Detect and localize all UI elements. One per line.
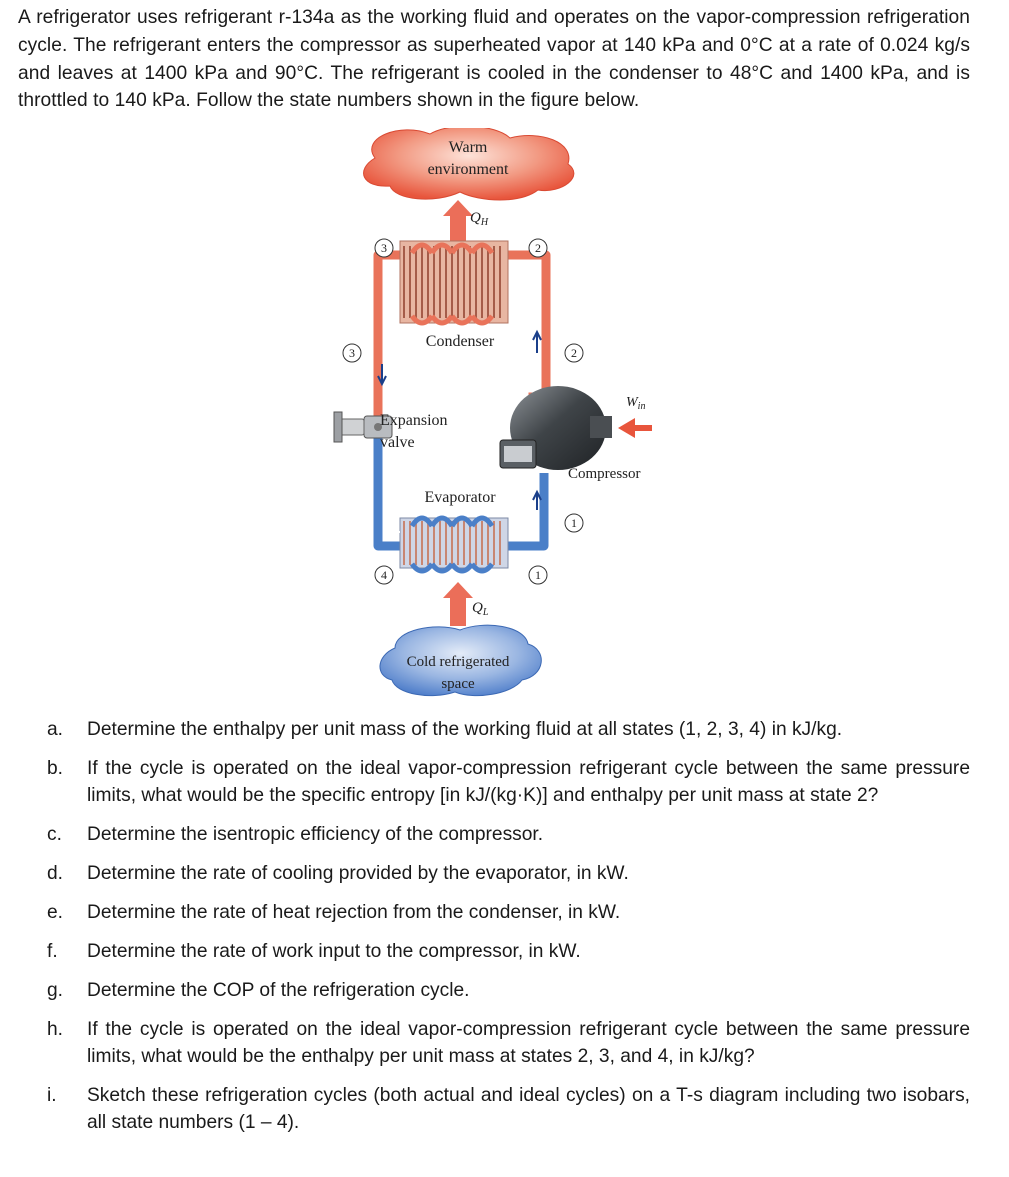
- question-text: Determine the rate of cooling provided b…: [87, 863, 629, 884]
- svg-text:2: 2: [571, 346, 577, 360]
- svg-text:3: 3: [381, 241, 387, 255]
- state-1-marker-bottom: 1: [528, 565, 548, 585]
- svg-text:3: 3: [349, 346, 355, 360]
- svg-text:4: 4: [381, 568, 387, 582]
- question-text: Determine the COP of the refrigeration c…: [87, 980, 470, 1001]
- question-letter: i.: [47, 1085, 57, 1106]
- question-item: h. If the cycle is operated on the ideal …: [47, 1016, 970, 1070]
- warm-environment-cloud: Warm environment: [363, 128, 575, 201]
- state-markers: 3 2 3 2 1 4 1: [342, 238, 584, 585]
- cold-label-line2: space: [441, 676, 475, 692]
- state-3-marker-top: 3: [374, 238, 394, 258]
- question-letter: h.: [47, 1019, 64, 1040]
- question-item: c. Determine the isentropic efficiency of…: [47, 821, 970, 848]
- refrigeration-cycle-figure: Warm environment QH: [333, 128, 652, 697]
- question-text: If the cycle is operated on the ideal va…: [87, 1019, 970, 1067]
- evaporator-coil: Evaporator: [399, 489, 509, 574]
- question-item: a. Determine the enthalpy per unit mass o…: [47, 716, 970, 743]
- cold-pipes: [373, 428, 549, 551]
- ql-label: QL: [472, 600, 489, 618]
- question-letter: a.: [47, 719, 64, 740]
- qh-label: QH: [470, 210, 489, 228]
- compressor: Compressor Win: [499, 386, 652, 482]
- cold-label-line1: Cold refrigerated: [407, 654, 510, 670]
- question-text: Sketch these refrigeration cycles (both …: [87, 1085, 970, 1133]
- warm-label-line2: environment: [428, 161, 509, 178]
- question-item: g. Determine the COP of the refrigeration…: [47, 977, 970, 1004]
- expansion-label-line2: valve: [380, 434, 415, 451]
- state-2-marker-top: 2: [528, 238, 548, 258]
- svg-text:1: 1: [535, 568, 541, 582]
- question-letter: g.: [47, 980, 64, 1001]
- question-text: Determine the rate of heat rejection fro…: [87, 902, 621, 923]
- ql-arrow: QL: [443, 582, 489, 626]
- question-list: a. Determine the enthalpy per unit mass o…: [47, 716, 970, 1148]
- state-2-marker-side: 2: [564, 343, 584, 363]
- state-1-marker-side: 1: [564, 513, 584, 533]
- compressor-label: Compressor: [568, 466, 641, 482]
- flow-arrows: [377, 329, 542, 533]
- condenser-label: Condenser: [426, 333, 495, 350]
- win-label: Win: [626, 395, 645, 412]
- problem-statement: A refrigerator uses refrigerant r-134a a…: [18, 7, 970, 112]
- question-text: Determine the rate of work input to the …: [87, 941, 581, 962]
- evaporator-label: Evaporator: [424, 489, 496, 506]
- question-item: b. If the cycle is operated on the ideal …: [47, 755, 970, 809]
- warm-label-line1: Warm: [449, 139, 488, 156]
- condenser-coil: Condenser: [399, 240, 509, 350]
- expansion-valve: Expansion valve: [333, 411, 448, 451]
- state-3-marker-side: 3: [342, 343, 362, 363]
- question-item: f. Determine the rate of work input to th…: [47, 938, 970, 965]
- question-letter: f.: [47, 941, 58, 962]
- question-text: Determine the isentropic efficiency of t…: [87, 824, 544, 845]
- question-letter: d.: [47, 863, 64, 884]
- svg-text:2: 2: [535, 241, 541, 255]
- question-letter: b.: [47, 758, 64, 779]
- question-item: d. Determine the rate of cooling provided…: [47, 860, 970, 887]
- question-item: e. Determine the rate of heat rejection f…: [47, 899, 970, 926]
- question-text: If the cycle is operated on the ideal va…: [87, 758, 970, 806]
- question-letter: c.: [47, 824, 62, 845]
- question-letter: e.: [47, 902, 64, 923]
- question-item: i. Sketch these refrigeration cycles (bot…: [47, 1082, 970, 1136]
- qh-arrow: QH: [443, 200, 489, 246]
- state-4-marker-bottom: 4: [374, 565, 394, 585]
- cold-space-cloud: Cold refrigerated space: [379, 624, 542, 697]
- question-text: Determine the enthalpy per unit mass of …: [87, 719, 843, 740]
- svg-text:1: 1: [571, 516, 577, 530]
- expansion-label-line1: Expansion: [380, 412, 448, 429]
